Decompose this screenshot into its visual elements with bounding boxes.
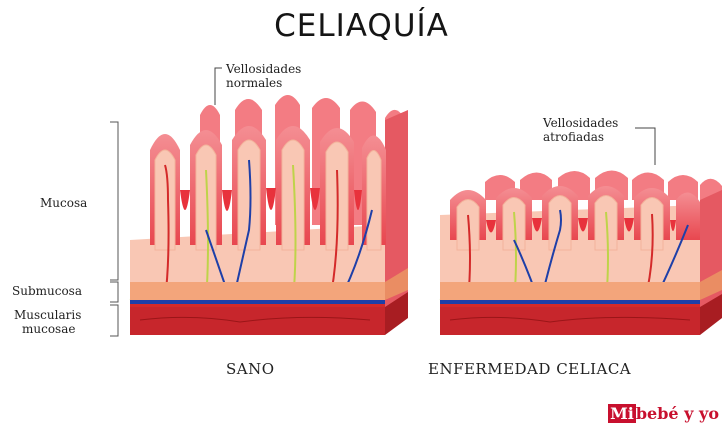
brand-mark: Mi [608,404,636,423]
caption-healthy: SANO [226,360,275,378]
layer-brackets [110,122,118,336]
healthy-muscularis [130,307,385,335]
celiac-tissue-block [440,171,722,336]
celiac-muscularis [440,307,700,335]
label-atrophied-villi: Vellosidades atrofiadas [543,116,618,144]
celiac-submucosa [440,282,700,300]
label-submucosa: Submucosa [12,284,82,298]
healthy-tissue-block [130,95,408,335]
healthy-submucosa [130,282,385,300]
brand-text: bebé y yo [636,404,719,423]
label-mucosa: Mucosa [40,196,87,210]
label-normal-villi: Vellosidades normales [226,62,301,90]
caption-celiac: ENFERMEDAD CELIACA [428,360,631,378]
label-muscularis: Muscularis mucosae [14,308,81,336]
healthy-villi-front [150,126,386,250]
